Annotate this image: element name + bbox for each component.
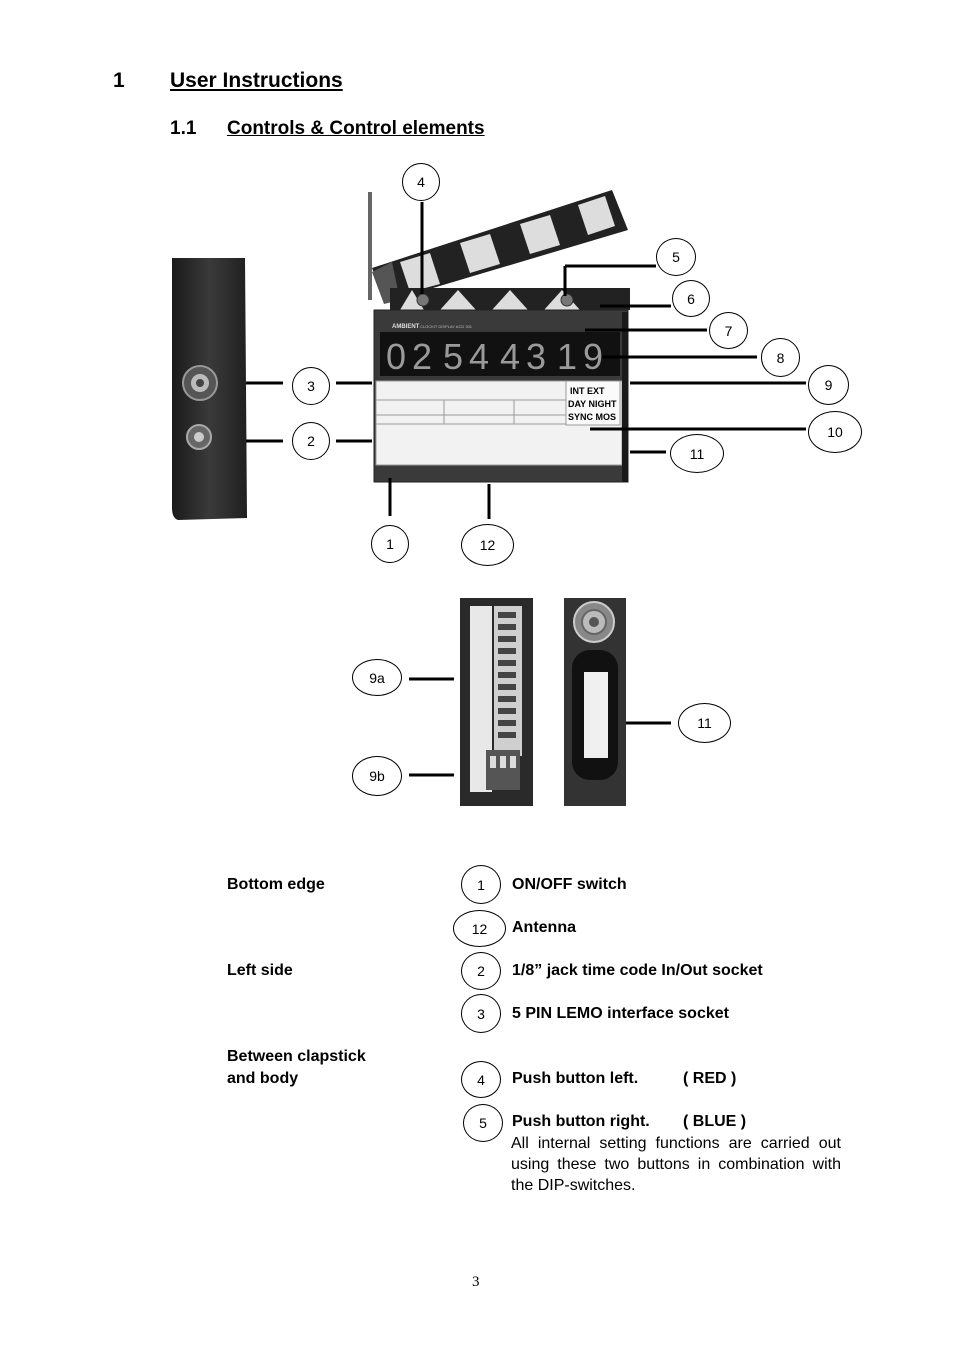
tc-digit: 9 [583, 336, 603, 377]
legend-color-5: ( BLUE ) [683, 1113, 747, 1130]
int-ext-label: INT EXT [570, 386, 605, 396]
heading-2-number: 1.1 [170, 118, 197, 139]
legend-num-3: 3 [461, 994, 501, 1033]
callout-3: 3 [292, 367, 330, 405]
day-night-label: DAY NIGHT [568, 399, 617, 409]
section-between-line1: Between clapstick [227, 1048, 366, 1065]
section-left-side: Left side [227, 962, 293, 979]
callout-4: 4 [402, 163, 440, 201]
callout-8: 8 [761, 338, 800, 377]
legend-num-4: 4 [461, 1061, 501, 1098]
tc-digit: 4 [500, 336, 520, 377]
legend-num-1: 1 [461, 865, 501, 904]
slate-brand-sub: CLOCKIT DISPLAY ACD 301 [420, 324, 473, 329]
legend-text-4: Push button left. [512, 1070, 639, 1087]
side-view-photo [172, 258, 247, 520]
legend-text-3: 5 PIN LEMO interface socket [512, 1005, 729, 1022]
callout-2: 2 [292, 422, 330, 460]
callout-9a: 9a [352, 659, 402, 696]
slate-brand: AMBIENT [392, 324, 420, 330]
tc-digit: 3 [526, 336, 546, 377]
legend-body-5: All internal setting functions are carri… [511, 1135, 841, 1194]
legend-text-1: ON/OFF switch [512, 876, 627, 893]
dip-switch-photo [460, 598, 533, 806]
callout-11-detail: 11 [678, 703, 731, 743]
tc-digit: 2 [412, 336, 432, 377]
legend-text-5: Push button right. [512, 1113, 650, 1130]
slate-body: AMBIENT CLOCKIT DISPLAY ACD 301 0 2 5 4 … [373, 309, 629, 483]
callout-9b: 9b [352, 756, 402, 796]
callout-5: 5 [656, 238, 696, 276]
legend-text-2: 1/8” jack time code In/Out socket [512, 962, 763, 979]
heading-1-number: 1 [113, 69, 125, 92]
heading-1-title: User Instructions [170, 69, 343, 92]
timecode-display: 0 2 5 4 4 3 1 9 [386, 336, 603, 377]
tc-digit: 4 [469, 336, 489, 377]
callout-12: 12 [461, 524, 514, 566]
clapstick [368, 190, 628, 304]
callout-11: 11 [670, 434, 724, 473]
tc-digit: 0 [386, 336, 406, 377]
tc-digit: 1 [557, 336, 577, 377]
legend-num-12: 12 [453, 910, 506, 947]
callout-7: 7 [709, 312, 748, 349]
callout-6: 6 [672, 280, 710, 317]
switch-photo [564, 598, 626, 806]
callout-9: 9 [808, 365, 849, 405]
heading-2-title: Controls & Control elements [227, 118, 485, 139]
tc-digit: 5 [443, 336, 463, 377]
page-number: 3 [472, 1274, 480, 1290]
legend-color-4: ( RED ) [683, 1070, 737, 1087]
section-between-line2: and body [227, 1070, 299, 1087]
legend-text-12: Antenna [512, 919, 576, 936]
legend-num-5: 5 [463, 1104, 503, 1142]
section-bottom-edge: Bottom edge [227, 876, 325, 893]
sync-mos-label: SYNC MOS [568, 412, 616, 422]
legend-num-2: 2 [461, 952, 501, 990]
detail-figure [409, 598, 671, 806]
slate-figure: AMBIENT CLOCKIT DISPLAY ACD 301 0 2 5 4 … [172, 190, 806, 520]
callout-10: 10 [808, 411, 862, 453]
callout-1: 1 [371, 525, 409, 563]
